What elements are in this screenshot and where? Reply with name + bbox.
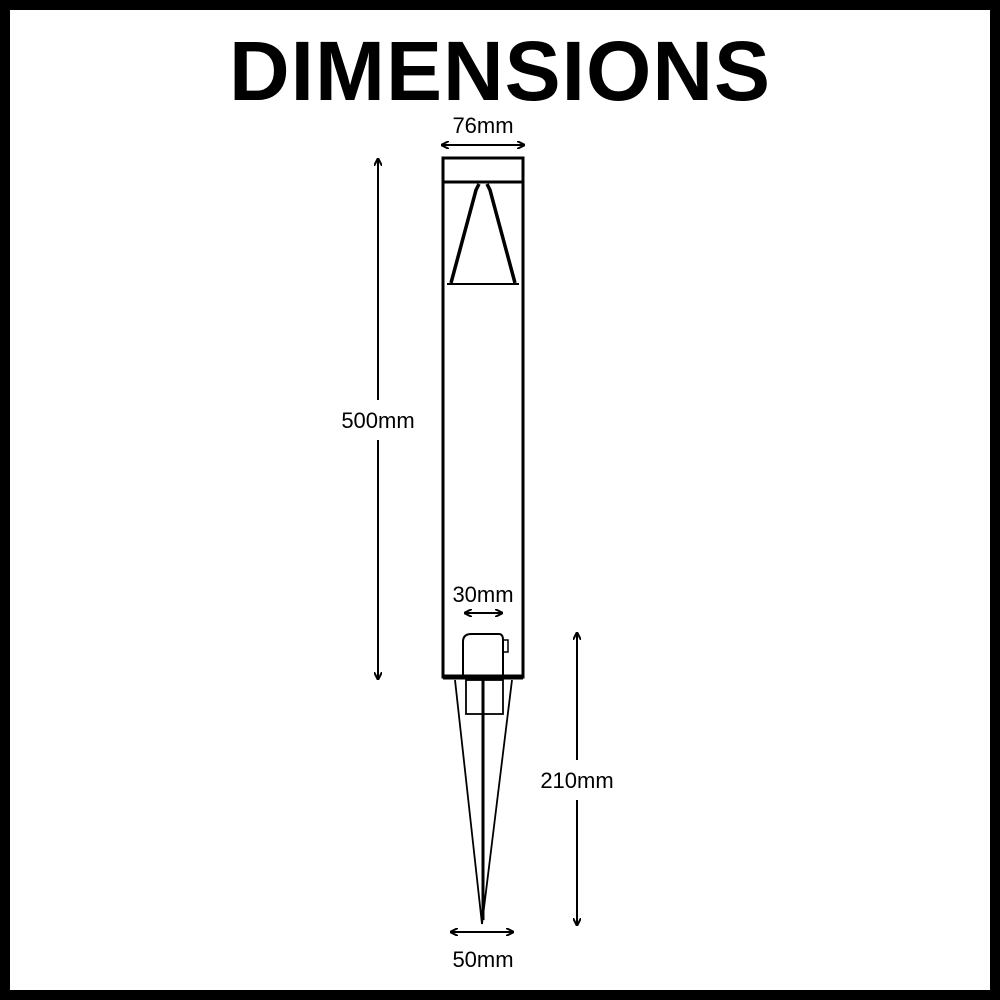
spike-width-label: 50mm xyxy=(452,947,513,972)
lamp-body xyxy=(441,156,525,680)
connector-box xyxy=(462,633,504,677)
connector-width-label: 30mm xyxy=(452,582,513,607)
lamp-reflector xyxy=(449,183,517,284)
page-title: DIMENSIONS xyxy=(228,24,772,118)
spike-height-label: 210mm xyxy=(540,768,613,793)
ground-spike xyxy=(454,679,513,925)
top-width-label: 76mm xyxy=(452,113,513,138)
connector-tab xyxy=(502,639,509,653)
body-height-label: 500mm xyxy=(341,408,414,433)
